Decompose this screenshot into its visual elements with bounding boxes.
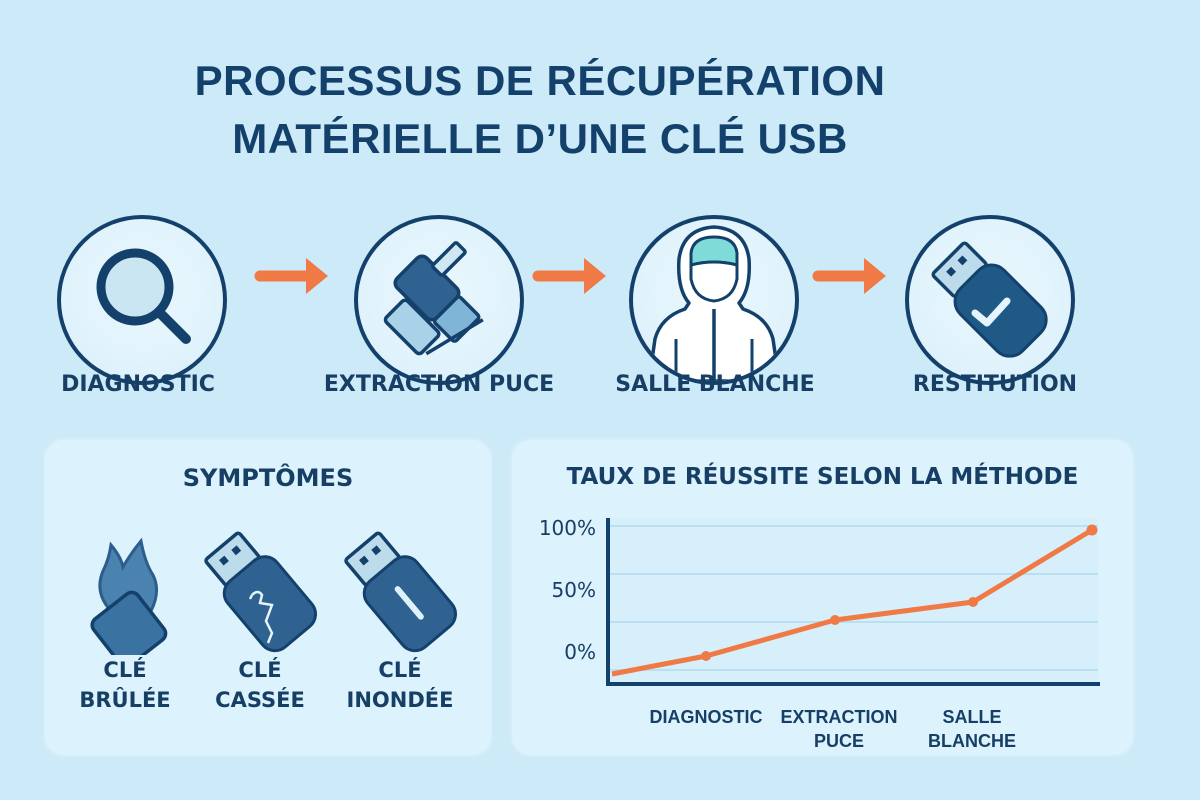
data-point [701, 651, 711, 661]
step-extraction-puce [354, 215, 524, 385]
title-line-2: MATÉRIELLE D’UNE CLÉ USB [232, 115, 848, 162]
step-label-extraction-puce: EXTRACTION PUCE [323, 372, 555, 397]
page-title: PROCESSUS DE RÉCUPÉRATION MATÉRIELLE D’U… [0, 52, 1200, 168]
burning-usb-icon [90, 537, 168, 655]
symptom-burned-line1: CLÉ [103, 658, 147, 682]
symptom-flooded: CLÉ INONDÉE [335, 525, 465, 715]
x-label-extraction-line1: EXTRACTION [780, 707, 898, 727]
step-diagnostic [57, 215, 227, 385]
arrow-right-icon [254, 258, 328, 294]
symptoms-title: SYMPTÔMES [182, 464, 354, 492]
x-label-extraction: EXTRACTION PUCE [774, 705, 904, 753]
chart-title: TAUX DE RÉUSSITE SELON LA MÉTHODE [566, 464, 1079, 490]
x-label-diagnostic: DIAGNOSTIC [636, 705, 776, 729]
line-chart [606, 518, 1100, 686]
step-label-diagnostic: DIAGNOSTIC [61, 372, 215, 397]
symptoms-panel: SYMPTÔMES CLÉ BRÛLÉE CLÉ CASSÉE [45, 440, 491, 755]
step-restitution [905, 215, 1075, 385]
symptom-burned-line2: BRÛLÉE [79, 688, 171, 712]
step-label-salle-blanche: SALLE BLANCHE [615, 372, 815, 397]
x-label-diagnostic-line1: DIAGNOSTIC [649, 707, 763, 727]
symptom-broken-line1: CLÉ [238, 658, 282, 682]
chart-panel: TAUX DE RÉUSSITE SELON LA MÉTHODE 100% 5… [512, 440, 1133, 755]
step-label-restitution: RESTITUTION [912, 372, 1078, 397]
x-label-salle-line2: BLANCHE [928, 731, 1016, 751]
y-tick-0: 0% [564, 640, 596, 664]
cracked-usb-icon [204, 531, 318, 653]
symptom-broken-line2: CASSÉE [215, 688, 305, 712]
x-label-salle-line1: SALLE [942, 707, 1002, 727]
step-salle-blanche [629, 215, 799, 385]
usb-check-icon [931, 241, 1048, 358]
y-tick-100: 100% [538, 516, 596, 540]
y-tick-50: 50% [551, 578, 596, 602]
magnifier-icon [96, 248, 191, 344]
x-label-extraction-line2: PUCE [813, 731, 864, 751]
cleanroom-suit-icon [647, 225, 781, 381]
arrow-right-icon [812, 258, 886, 294]
chip-extraction-icon [383, 241, 484, 356]
data-point [968, 597, 978, 607]
flooded-usb-icon [344, 531, 458, 653]
symptom-flooded-line1: CLÉ [378, 658, 422, 682]
x-label-salle-blanche: SALLE BLANCHE [912, 705, 1032, 753]
title-line-1: PROCESSUS DE RÉCUPÉRATION [194, 57, 886, 104]
symptom-flooded-line2: INONDÉE [346, 688, 454, 712]
symptom-broken: CLÉ CASSÉE [195, 525, 325, 715]
arrow-right-icon [532, 258, 606, 294]
data-point [1086, 524, 1098, 536]
symptom-burned: CLÉ BRÛLÉE [65, 525, 185, 715]
data-point [830, 615, 840, 625]
